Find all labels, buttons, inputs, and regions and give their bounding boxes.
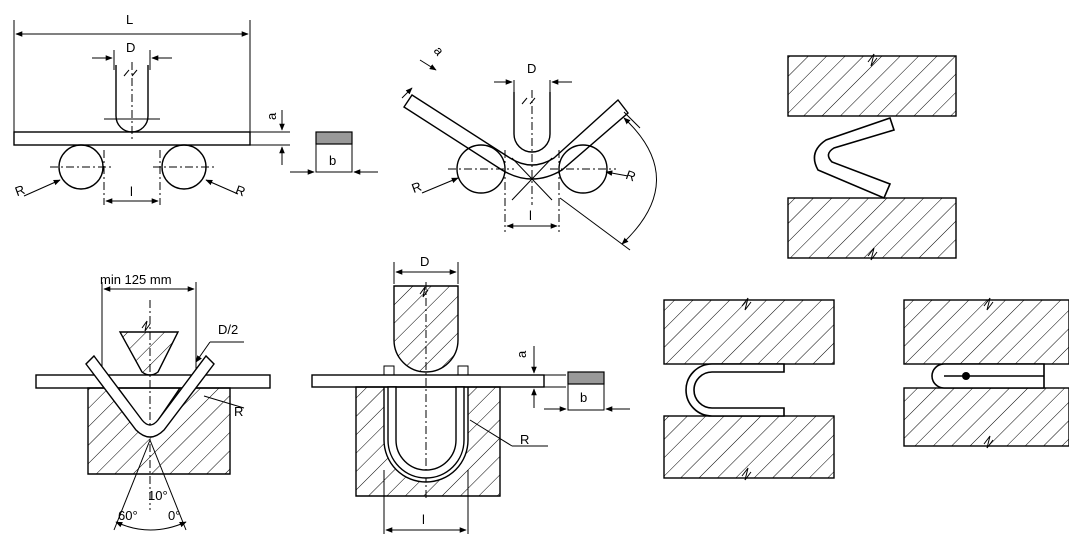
- v-punch: [118, 331, 180, 376]
- v-bent-specimen: [85, 354, 215, 438]
- u-bent-specimen: [387, 386, 465, 479]
- label-min125: min 125 mm: [100, 272, 172, 287]
- bent-plate: [403, 94, 629, 180]
- specimen-section: [315, 131, 353, 145]
- label-0deg: 0°: [168, 508, 180, 523]
- u-punch: [393, 285, 459, 373]
- panel-roller-bend: L D a b R R: [13, 12, 378, 205]
- label-b: b: [329, 153, 336, 168]
- label-10deg: 10°: [148, 488, 168, 503]
- panel-flat-compression-u: [663, 297, 835, 481]
- label-R-right: R: [234, 182, 248, 199]
- roller-left: [58, 144, 104, 190]
- upper-block: [903, 299, 1069, 365]
- label-R-left: R: [410, 179, 424, 196]
- panel-roller-bent: D a R R l: [401, 43, 657, 251]
- label-D: D: [126, 40, 135, 55]
- upper-block: [787, 55, 957, 117]
- lower-block: [903, 387, 1069, 447]
- closed-bend-point: [962, 372, 970, 380]
- bent-specimen: [813, 116, 896, 200]
- panel-u-die-bend: D a b R l: [311, 254, 630, 534]
- mandrel: [513, 92, 551, 153]
- lower-block: [787, 197, 957, 259]
- label-R-left: R: [13, 182, 27, 199]
- label-D2: D/2: [218, 322, 238, 337]
- label-a: a: [431, 43, 448, 59]
- roller-right: [161, 144, 207, 190]
- panel-flat-compression-v: [787, 53, 957, 261]
- label-R: R: [234, 404, 243, 419]
- label-D: D: [527, 61, 536, 76]
- label-l: l: [422, 512, 425, 527]
- label-R: R: [520, 432, 529, 447]
- specimen-plate: [35, 374, 271, 389]
- u-die: [355, 386, 501, 497]
- label-L: L: [126, 12, 133, 27]
- panel-flat-compression-closed: [903, 297, 1069, 449]
- specimen-plate: [311, 374, 545, 388]
- label-l: l: [130, 184, 133, 199]
- lower-block: [663, 415, 835, 479]
- specimen-plate: [13, 131, 251, 146]
- panel-v-block-bend: min 125 mm D/2 R 10° 60° 0°: [35, 272, 271, 531]
- label-b: b: [580, 390, 587, 405]
- specimen-section: [567, 371, 605, 385]
- upper-block: [663, 299, 835, 365]
- label-a: a: [514, 350, 529, 358]
- label-60deg: 60°: [118, 508, 138, 523]
- label-a: a: [264, 112, 279, 120]
- u-specimen: [685, 363, 785, 417]
- label-l: l: [529, 208, 532, 223]
- label-D: D: [420, 254, 429, 269]
